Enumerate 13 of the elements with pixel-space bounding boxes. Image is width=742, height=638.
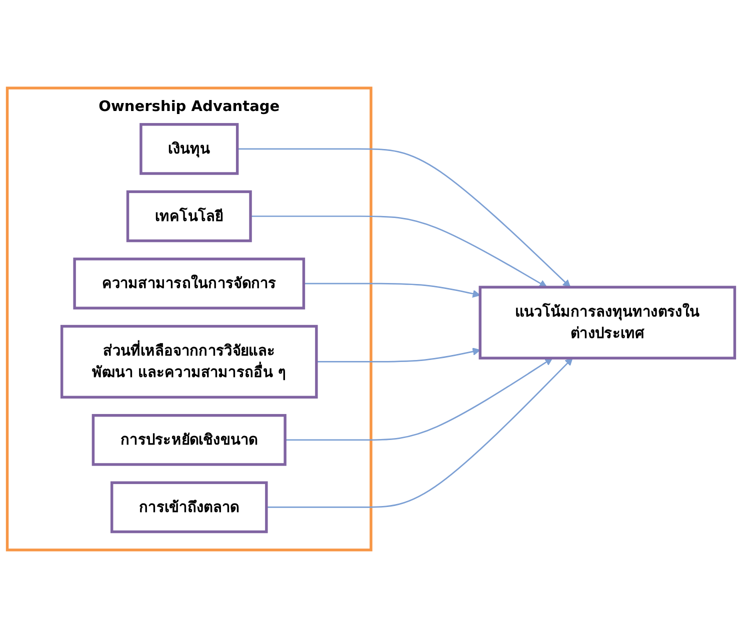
arrow bbox=[237, 148, 571, 288]
node-box: การประหยัดเชิงขนาด bbox=[92, 414, 286, 466]
node-box: ส่วนที่เหลือจากการวิจัยและพัฒนา และความสามารถอื่น ๆ bbox=[60, 324, 318, 399]
node-box: เงินทุน bbox=[140, 123, 239, 175]
node-box: เทคโนโลยี bbox=[126, 190, 252, 242]
arrow bbox=[304, 282, 480, 298]
arrow bbox=[285, 358, 553, 441]
node-box: การเข้าถึงตลาด bbox=[110, 481, 268, 534]
arrow bbox=[316, 348, 480, 362]
arrow bbox=[250, 216, 548, 288]
node-box: แนวโน้มการลงทุนทางตรงในต่างประเทศ bbox=[478, 286, 736, 360]
arrow bbox=[266, 358, 573, 508]
node-box: ความสามารถในการจัดการ bbox=[73, 258, 306, 310]
